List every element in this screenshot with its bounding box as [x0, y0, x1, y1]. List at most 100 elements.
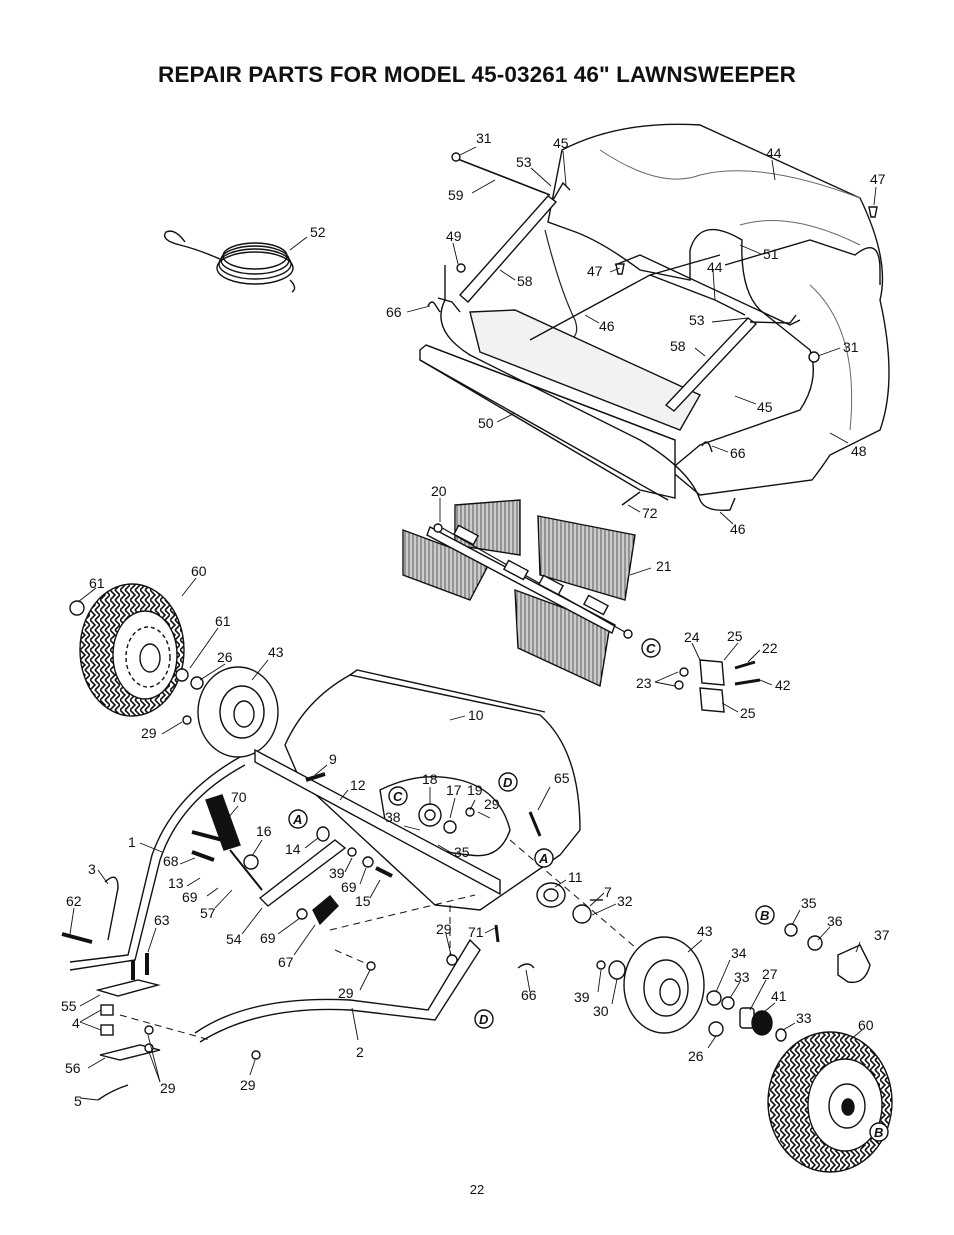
part-label: 43: [697, 923, 713, 939]
part-label: 14: [285, 841, 301, 857]
part-label: 56: [65, 1060, 81, 1076]
part-label: 7: [604, 884, 612, 900]
part-label: 65: [554, 770, 570, 786]
part-label: 21: [656, 558, 672, 574]
part-label: 30: [593, 1003, 609, 1019]
part-label: 22: [762, 640, 778, 656]
part-label: 31: [843, 339, 859, 355]
ref-marker: D: [479, 1012, 489, 1027]
part-label: 5: [74, 1093, 82, 1109]
part-label: 29: [160, 1080, 176, 1096]
part-label: 31: [476, 130, 492, 146]
part-label: 55: [61, 998, 77, 1014]
part-label: 67: [278, 954, 294, 970]
ref-marker: B: [760, 908, 769, 923]
part-label: 4: [72, 1015, 80, 1031]
part-label: 1: [128, 834, 136, 850]
part-label: 61: [215, 613, 231, 629]
part-label: 72: [642, 505, 658, 521]
part-label: 46: [599, 318, 615, 334]
handle-tube-upper: [459, 195, 558, 303]
part-label: 48: [851, 443, 867, 459]
part-label: 60: [858, 1017, 874, 1033]
part-label: 26: [217, 649, 233, 665]
part-label: 60: [191, 563, 207, 579]
handle-tube-lower: [664, 317, 758, 412]
part-label: 66: [730, 445, 746, 461]
part-label: 26: [688, 1048, 704, 1064]
page-number: 22: [469, 1182, 485, 1197]
part-label: 29: [240, 1077, 256, 1093]
part-label: 20: [431, 483, 447, 499]
part-label: 29: [338, 985, 354, 1001]
part-label: 29: [484, 796, 500, 812]
ref-marker: A: [292, 812, 302, 827]
part-label: 45: [757, 399, 773, 415]
part-label: 54: [226, 931, 242, 947]
part-label: 19: [467, 782, 483, 798]
part-label: 23: [636, 675, 652, 691]
part-label: 62: [66, 893, 82, 909]
part-label: 29: [141, 725, 157, 741]
right-gear-housing: [596, 936, 705, 1034]
part-label: 46: [730, 521, 746, 537]
part-label: 2: [356, 1044, 364, 1060]
part-label: 47: [870, 171, 886, 187]
foot-pedal: [205, 794, 241, 851]
ref-marker: D: [503, 775, 513, 790]
part-label: 43: [268, 644, 284, 660]
part-label: 38: [385, 809, 401, 825]
part-label: 12: [350, 777, 366, 793]
part-label: 50: [478, 415, 494, 431]
hopper-bag: [547, 123, 890, 496]
part-label: 58: [670, 338, 686, 354]
ref-marker: C: [646, 641, 656, 656]
part-label: 41: [771, 988, 787, 1004]
part-label: 49: [446, 228, 462, 244]
part-label: 33: [796, 1010, 812, 1026]
part-label: 39: [329, 865, 345, 881]
right-wheel: [767, 1031, 893, 1173]
part-label: 16: [256, 823, 272, 839]
part-label: 66: [521, 987, 537, 1003]
part-label: 53: [689, 312, 705, 328]
part-label: 58: [517, 273, 533, 289]
reference-markers: [288, 638, 889, 1142]
page-title: REPAIR PARTS FOR MODEL 45-03261 46" LAWN…: [157, 62, 796, 87]
part-label: 24: [684, 629, 700, 645]
part-label: 70: [231, 789, 247, 805]
part-label: 61: [89, 575, 105, 591]
part-label: 63: [154, 912, 170, 928]
part-label: 36: [827, 913, 843, 929]
brush-roller-assembly: [402, 499, 636, 688]
part-label: 33: [734, 969, 750, 985]
part-label: 57: [200, 905, 216, 921]
handle-lower: [194, 938, 481, 1043]
ref-marker: C: [393, 789, 403, 804]
part-label: 45: [553, 135, 569, 151]
part-label: 35: [801, 895, 817, 911]
part-label: 44: [707, 259, 723, 275]
part-label: 69: [260, 930, 276, 946]
part-label: 35: [454, 844, 470, 860]
part-label: 53: [516, 154, 532, 170]
part-label: 32: [617, 893, 633, 909]
part-label: 59: [448, 187, 464, 203]
handle-upper: [69, 764, 246, 971]
part-label: 3: [88, 861, 96, 877]
left-gear-housing: [182, 666, 279, 758]
part-label: 29: [436, 921, 452, 937]
part-label: 9: [329, 751, 337, 767]
part-label: 18: [422, 771, 438, 787]
part-label: 69: [341, 879, 357, 895]
ref-marker: B: [874, 1125, 883, 1140]
part-label: 25: [727, 628, 743, 644]
part-label: 11: [568, 869, 583, 885]
part-label: 52: [310, 224, 326, 240]
part-label: 42: [775, 677, 791, 693]
part-label: 39: [574, 989, 590, 1005]
part-label: 69: [182, 889, 198, 905]
ref-marker: A: [538, 851, 548, 866]
part-label: 44: [766, 145, 782, 161]
